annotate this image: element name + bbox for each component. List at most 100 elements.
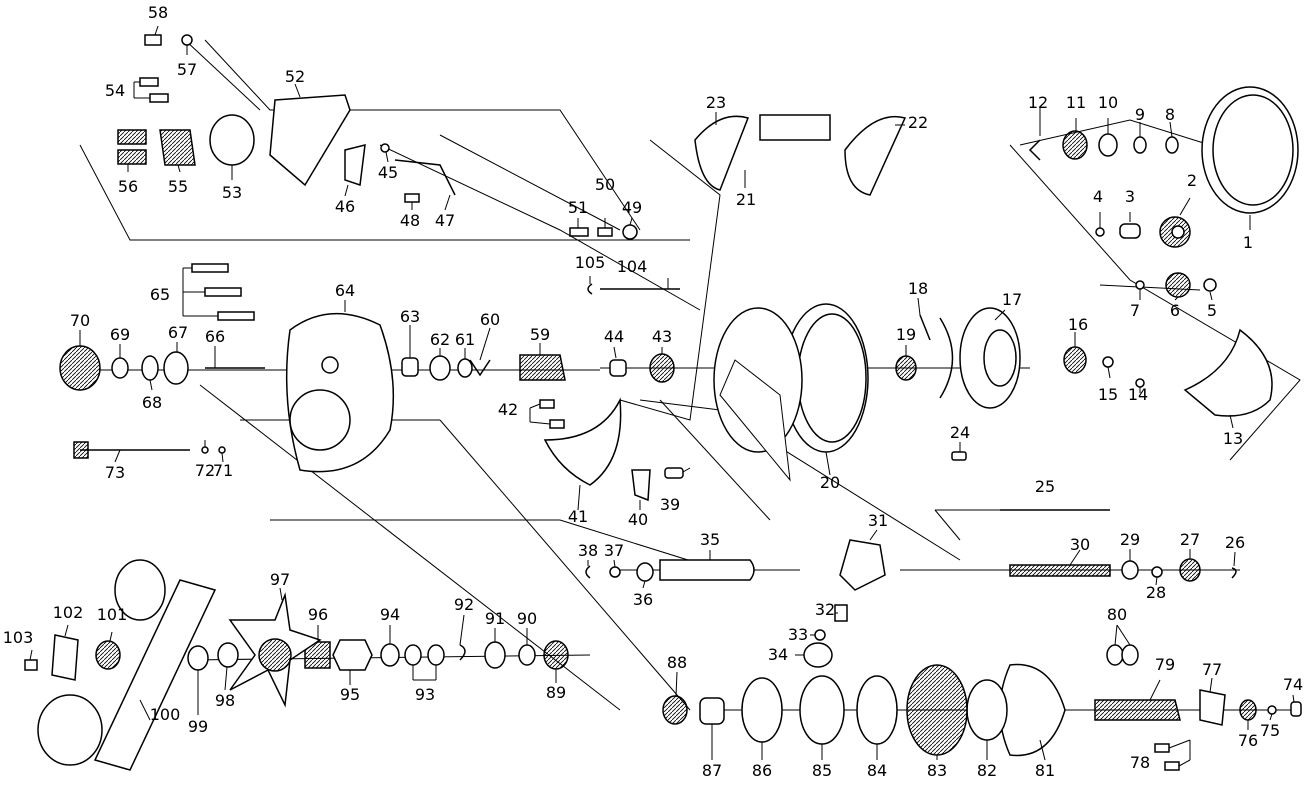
part-label-11: 11 — [1066, 93, 1086, 112]
part-label-48: 48 — [400, 211, 420, 230]
part-label-19: 19 — [896, 325, 916, 344]
part-label-70: 70 — [70, 311, 90, 330]
part-label-36: 36 — [633, 590, 653, 609]
part-label-29: 29 — [1120, 530, 1140, 549]
part-label-64: 64 — [335, 281, 355, 300]
part-label-9: 9 — [1135, 105, 1145, 124]
part-label-15: 15 — [1098, 385, 1118, 404]
part-label-86: 86 — [752, 761, 772, 780]
part-label-79: 79 — [1155, 655, 1175, 674]
part-label-103: 103 — [3, 628, 34, 647]
part-label-42: 42 — [498, 400, 518, 419]
part-label-45: 45 — [378, 163, 398, 182]
part-label-12: 12 — [1028, 93, 1048, 112]
part-labels: 1234567891011121314151617181920212223242… — [3, 3, 1303, 780]
part-label-28: 28 — [1146, 583, 1166, 602]
part-label-21: 21 — [736, 190, 756, 209]
part-label-78: 78 — [1130, 753, 1150, 772]
part-label-7: 7 — [1130, 301, 1140, 320]
part-label-20: 20 — [820, 473, 840, 492]
part-label-91: 91 — [485, 609, 505, 628]
part-label-69: 69 — [110, 325, 130, 344]
part-label-52: 52 — [285, 67, 305, 86]
part-label-71: 71 — [213, 461, 233, 480]
part-label-16: 16 — [1068, 315, 1088, 334]
part-label-49: 49 — [622, 198, 642, 217]
part-label-60: 60 — [480, 310, 500, 329]
part-label-18: 18 — [908, 279, 928, 298]
part-label-63: 63 — [400, 307, 420, 326]
part-label-82: 82 — [977, 761, 997, 780]
part-label-35: 35 — [700, 530, 720, 549]
part-label-5: 5 — [1207, 301, 1217, 320]
part-label-90: 90 — [517, 609, 537, 628]
part-label-41: 41 — [568, 507, 588, 526]
part-label-44: 44 — [604, 327, 624, 346]
part-label-105: 105 — [575, 253, 606, 272]
part-label-25: 25 — [1035, 477, 1055, 496]
part-label-53: 53 — [222, 183, 242, 202]
part-label-72: 72 — [195, 461, 215, 480]
part-label-10: 10 — [1098, 93, 1118, 112]
part-label-66: 66 — [205, 327, 225, 346]
part-label-65: 65 — [150, 285, 170, 304]
part-label-95: 95 — [340, 685, 360, 704]
part-label-98: 98 — [215, 691, 235, 710]
part-label-1: 1 — [1243, 233, 1253, 252]
part-label-37: 37 — [604, 541, 624, 560]
part-label-88: 88 — [667, 653, 687, 672]
part-label-62: 62 — [430, 330, 450, 349]
part-label-85: 85 — [812, 761, 832, 780]
part-label-80: 80 — [1107, 605, 1127, 624]
part-label-51: 51 — [568, 198, 588, 217]
part-label-43: 43 — [652, 327, 672, 346]
part-label-13: 13 — [1223, 429, 1243, 448]
part-sketches — [24, 34, 1302, 771]
part-label-46: 46 — [335, 197, 355, 216]
part-label-93: 93 — [415, 685, 435, 704]
part-label-14: 14 — [1128, 385, 1148, 404]
part-label-77: 77 — [1202, 660, 1222, 679]
part-label-99: 99 — [188, 717, 208, 736]
part-label-22: 22 — [908, 113, 928, 132]
part-label-58: 58 — [148, 3, 168, 22]
part-label-27: 27 — [1180, 530, 1200, 549]
part-label-83: 83 — [927, 761, 947, 780]
part-label-101: 101 — [97, 605, 128, 624]
part-label-50: 50 — [595, 175, 615, 194]
part-label-100: 100 — [150, 705, 181, 724]
part-label-74: 74 — [1283, 675, 1303, 694]
part-label-8: 8 — [1165, 105, 1175, 124]
part-label-31: 31 — [868, 511, 888, 530]
part-label-87: 87 — [702, 761, 722, 780]
part-label-89: 89 — [546, 683, 566, 702]
part-label-3: 3 — [1125, 187, 1135, 206]
part-label-40: 40 — [628, 510, 648, 529]
part-label-102: 102 — [53, 603, 84, 622]
part-label-47: 47 — [435, 211, 455, 230]
part-label-104: 104 — [617, 257, 648, 276]
part-label-55: 55 — [168, 177, 188, 196]
part-label-56: 56 — [118, 177, 138, 196]
part-label-39: 39 — [660, 495, 680, 514]
leader-lines — [29, 25, 1295, 767]
part-label-6: 6 — [1170, 301, 1180, 320]
part-label-17: 17 — [1002, 290, 1022, 309]
part-label-84: 84 — [867, 761, 887, 780]
part-label-92: 92 — [454, 595, 474, 614]
part-label-23: 23 — [706, 93, 726, 112]
part-label-96: 96 — [308, 605, 328, 624]
part-label-59: 59 — [530, 325, 550, 344]
part-label-2: 2 — [1187, 171, 1197, 190]
part-label-75: 75 — [1260, 721, 1280, 740]
part-label-30: 30 — [1070, 535, 1090, 554]
part-label-68: 68 — [142, 393, 162, 412]
part-label-94: 94 — [380, 605, 400, 624]
part-label-61: 61 — [455, 330, 475, 349]
part-label-54: 54 — [105, 81, 125, 100]
part-label-57: 57 — [177, 60, 197, 79]
part-label-24: 24 — [950, 423, 970, 442]
part-label-76: 76 — [1238, 731, 1258, 750]
